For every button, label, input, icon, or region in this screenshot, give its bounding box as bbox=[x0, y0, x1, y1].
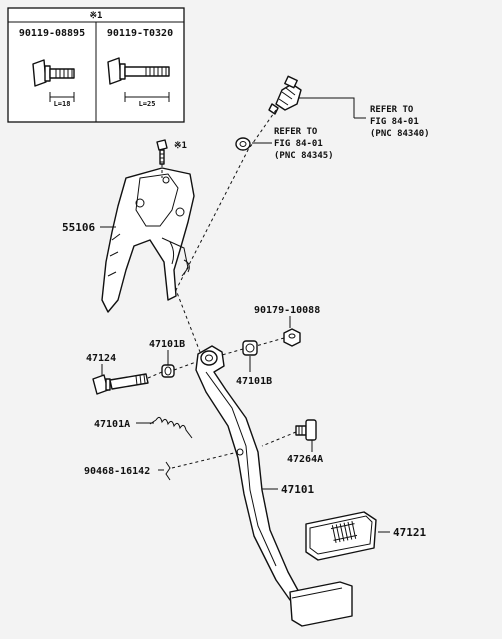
refer-lower-line-3: (PNC 84345) bbox=[274, 151, 334, 161]
bracket-bolt-mark: ※1 bbox=[174, 141, 187, 151]
label-47101B-left: 47101B bbox=[149, 339, 185, 350]
pivot-bolt-icon bbox=[92, 373, 149, 395]
pedal-pad-icon bbox=[305, 511, 377, 561]
refer-lower-line-1: REFER TO bbox=[274, 127, 318, 137]
refer-upper-line-1: REFER TO bbox=[370, 105, 414, 115]
brake-pedal-arm-icon bbox=[195, 345, 301, 601]
label-55106: 55106 bbox=[62, 221, 95, 234]
refer-note-upper: REFER TO FIG 84-01 (PNC 84340) bbox=[298, 97, 430, 139]
inset-bolt-2-length: L=25 bbox=[139, 100, 156, 108]
label-47101A: 47101A bbox=[94, 419, 130, 430]
inset-bolt-1-length: L=18 bbox=[54, 100, 71, 108]
hex-nut-icon bbox=[283, 328, 301, 347]
return-spring-icon bbox=[149, 416, 193, 439]
label-47121: 47121 bbox=[393, 526, 426, 539]
bushing-right-icon bbox=[242, 340, 258, 356]
label-47101B-right: 47101B bbox=[236, 376, 272, 387]
stop-lamp-switch-icon bbox=[268, 75, 302, 115]
pedal-stopper-icon bbox=[295, 419, 317, 441]
inset-bolt-1-part-no: 90119-08895 bbox=[19, 28, 85, 39]
inset-note-mark: ※1 bbox=[90, 11, 103, 21]
short-flange-bolt-icon bbox=[32, 59, 75, 102]
label-47264A: 47264A bbox=[287, 454, 323, 465]
bushing-left-icon bbox=[161, 364, 175, 378]
inset-bolt-2-part-no: 90119-T0320 bbox=[107, 28, 173, 39]
label-47124: 47124 bbox=[86, 353, 116, 364]
bolt-variants-inset: ※1 90119-08895 90119-T0320 L=18 L=25 bbox=[7, 7, 185, 123]
long-flange-bolt-icon bbox=[107, 57, 170, 102]
pedal-support-bracket-icon bbox=[101, 167, 195, 313]
label-90468-16142: 90468-16142 bbox=[84, 466, 150, 477]
pedal-foot-plate-icon bbox=[289, 581, 353, 627]
label-47101: 47101 bbox=[281, 483, 314, 496]
refer-upper-line-3: (PNC 84340) bbox=[370, 129, 430, 139]
label-90179-10088: 90179-10088 bbox=[254, 305, 320, 316]
switch-cushion-icon bbox=[235, 137, 251, 151]
bracket-mount-bolt-icon bbox=[156, 139, 168, 165]
refer-note-lower: REFER TO FIG 84-01 (PNC 84345) bbox=[252, 127, 334, 161]
clip-pin-icon bbox=[165, 461, 171, 481]
refer-upper-line-2: FIG 84-01 bbox=[370, 117, 419, 127]
refer-lower-line-2: FIG 84-01 bbox=[274, 139, 323, 149]
